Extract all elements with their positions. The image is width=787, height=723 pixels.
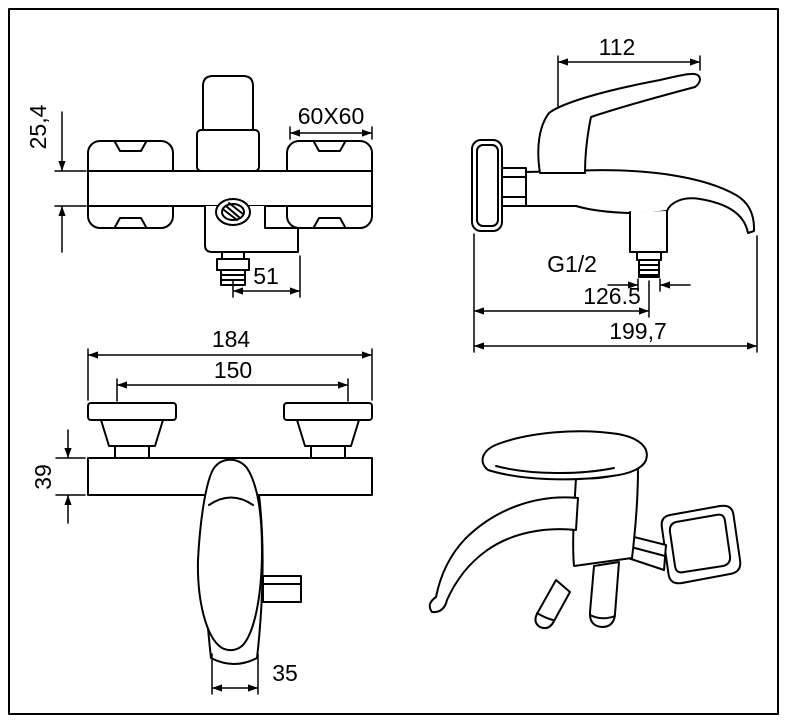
- side-view: 112 G1/2 126.5 199,7: [471, 34, 758, 353]
- dim-lines: [557, 55, 701, 107]
- dim-150: 150: [116, 357, 349, 402]
- aerator-hatch: [223, 202, 244, 221]
- dim-label: 150: [214, 357, 252, 383]
- dim-lines: [473, 235, 758, 353]
- dim-lines: [54, 111, 87, 253]
- dim-label: 60X60: [298, 103, 365, 129]
- escutcheon-3d: [660, 504, 742, 585]
- escutcheon-top-right: [283, 402, 373, 421]
- dim-arrows: [628, 281, 670, 289]
- thread-lines: [638, 264, 660, 276]
- mount-stem-left: [114, 445, 150, 459]
- nut-tab: [313, 217, 346, 228]
- handle-detail: [208, 496, 254, 506]
- dim-label: 112: [599, 34, 636, 60]
- dim-arrows: [290, 129, 372, 137]
- dim-184: 184: [87, 326, 373, 401]
- mount-nut-top-left: [100, 419, 164, 447]
- dim-label: 184: [212, 326, 251, 352]
- nut-tab: [313, 141, 346, 152]
- dim-arrows: [58, 161, 66, 216]
- outlet-neck: [221, 251, 245, 260]
- drawing-frame: [8, 8, 779, 715]
- cartridge-collar: [196, 129, 260, 172]
- dim-label: 39: [30, 464, 56, 490]
- dim-lines: [116, 378, 349, 402]
- handle-top: [196, 458, 263, 652]
- dim-label: 25,4: [25, 104, 51, 149]
- shower-outlet-block: [629, 210, 668, 253]
- diverter-knob-top: [262, 575, 302, 603]
- dim-60x60: 60X60: [289, 103, 373, 140]
- outlet-cap-line: [589, 614, 616, 620]
- escutcheon-side-inner: [476, 144, 499, 227]
- cartridge: [202, 75, 254, 136]
- body-3d: [572, 467, 639, 567]
- outlet-nut: [216, 258, 250, 271]
- dim-112: 112: [557, 34, 701, 107]
- thread-lines: [220, 274, 246, 281]
- dim-199-7: 199,7: [473, 235, 758, 353]
- nut-tab: [114, 217, 147, 228]
- dim-lines: [87, 348, 373, 401]
- spout-3d: [428, 496, 579, 614]
- dim-39: 39: [30, 429, 86, 524]
- connector-facet: [630, 546, 666, 557]
- nut-tab: [114, 141, 147, 152]
- dim-arrows: [64, 448, 72, 505]
- mount-nut: [501, 167, 527, 207]
- dim-label: 51: [253, 263, 279, 289]
- front-view: 25,4 60X60 51: [25, 75, 373, 298]
- escutcheon-3d-inner: [668, 513, 732, 574]
- dim-25-4: 25,4: [25, 104, 87, 253]
- dim-arrows: [212, 684, 258, 692]
- dim-lines: [55, 429, 86, 524]
- handle-profile: [537, 72, 701, 174]
- handle-3d-detail: [495, 465, 615, 475]
- dim-label: 35: [272, 660, 298, 686]
- mount-nut-top-right: [296, 419, 360, 447]
- perspective-view: [428, 430, 742, 630]
- dim-126-5: 126.5: [473, 233, 650, 353]
- dim-35: 35: [211, 653, 298, 695]
- knob-cap-line: [536, 612, 554, 621]
- plan-view: 184 150 39 35: [30, 326, 373, 695]
- dim-label: G1/2: [547, 251, 597, 277]
- dim-label: 199,7: [609, 318, 667, 344]
- dim-lines: [232, 255, 301, 298]
- dim-label: 126.5: [583, 283, 641, 309]
- outlet-neck: [636, 251, 662, 261]
- dim-51: 51: [232, 255, 301, 298]
- dim-g12: G1/2: [547, 251, 691, 292]
- mount-stem-right: [310, 445, 346, 459]
- nut-facets: [501, 176, 527, 198]
- escutcheon-top-left: [87, 402, 177, 421]
- handle-3d: [481, 430, 648, 481]
